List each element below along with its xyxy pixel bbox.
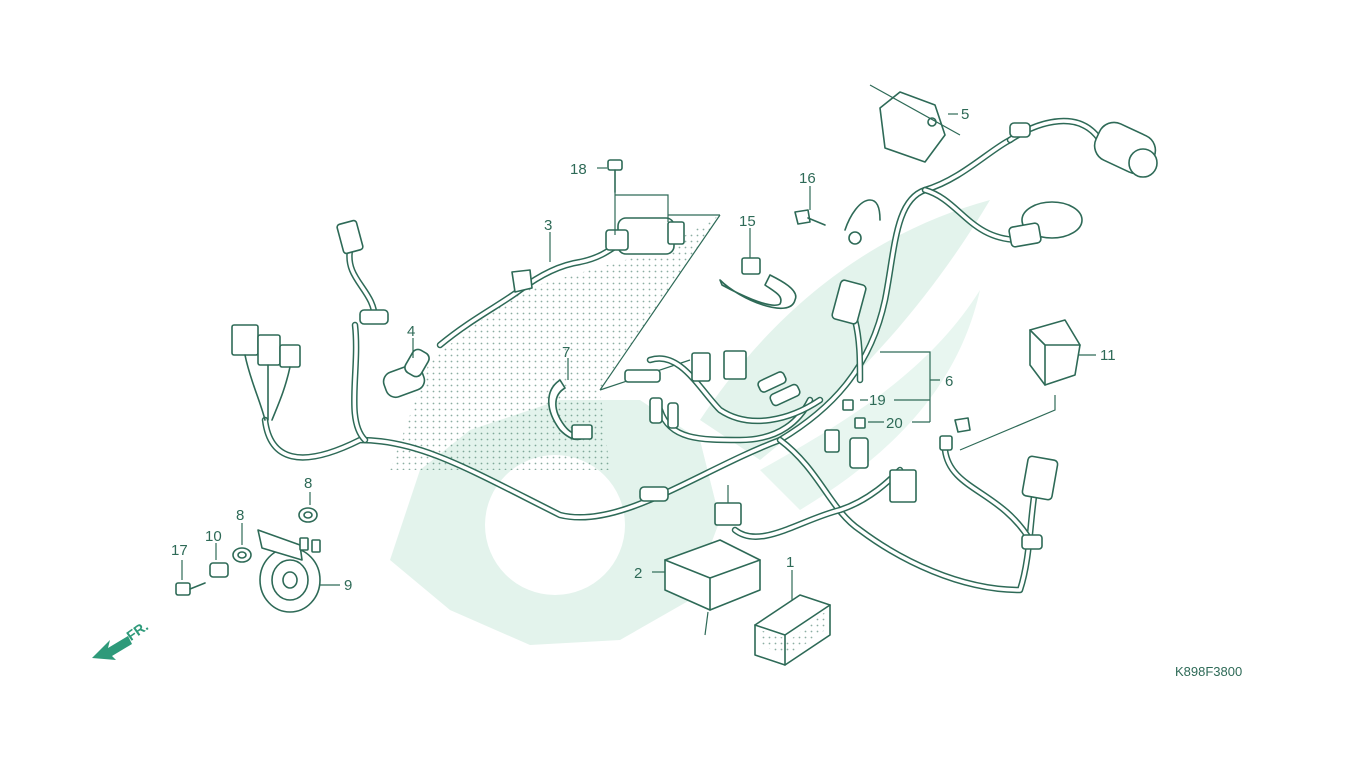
part-15-band <box>719 257 797 310</box>
callout-6: 6 <box>945 373 953 390</box>
fr-arrow-icon <box>92 636 132 660</box>
middle-connectors <box>624 279 1059 550</box>
callout-15: 15 <box>739 213 756 230</box>
shaded-plane <box>390 215 720 470</box>
callout-1: 1 <box>786 554 794 571</box>
callout-7: 7 <box>562 344 570 361</box>
callout-18: 18 <box>570 161 587 178</box>
part-16-bolt <box>794 199 881 245</box>
part-1-connector <box>754 594 831 666</box>
part-11-relay <box>959 319 1081 451</box>
diagram-code: K898F3800 <box>1175 664 1242 679</box>
callout-16: 16 <box>799 170 816 187</box>
callout-8-left: 8 <box>236 507 244 524</box>
part-4-plug-cap <box>382 348 430 399</box>
part-2-module <box>664 539 761 636</box>
callout-11: 11 <box>1100 347 1116 364</box>
part-7-band <box>547 379 593 441</box>
main-harness <box>261 117 1104 594</box>
callout-17: 17 <box>171 542 188 559</box>
callout-10: 10 <box>205 528 222 545</box>
leaders <box>181 113 1096 600</box>
part-9-horn <box>257 529 321 613</box>
callout-8-top: 8 <box>304 475 312 492</box>
callout-labels: 1 2 3 4 5 6 7 8 8 9 10 11 15 16 17 18 19… <box>123 106 1242 679</box>
callout-3: 3 <box>544 217 552 234</box>
callout-20: 20 <box>886 415 903 432</box>
callout-19: 19 <box>869 392 886 409</box>
right-end-parts <box>1008 121 1158 248</box>
left-connectors <box>231 219 389 421</box>
part-18-bolt <box>607 159 720 235</box>
callout-2: 2 <box>634 565 642 582</box>
callout-5: 5 <box>961 106 969 123</box>
hardware <box>175 507 318 596</box>
callout-9: 9 <box>344 577 352 594</box>
callout-4: 4 <box>407 323 415 340</box>
part-5-unit <box>869 84 961 163</box>
part-3-coil <box>436 217 685 349</box>
